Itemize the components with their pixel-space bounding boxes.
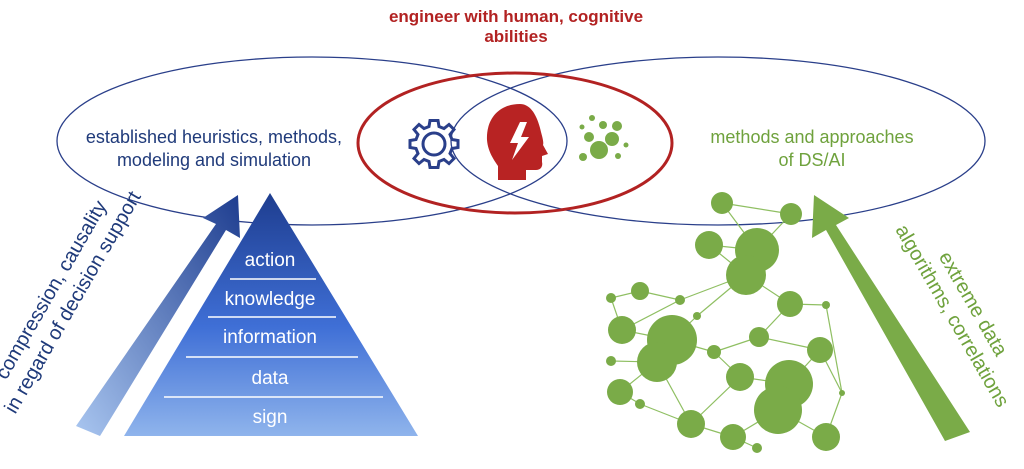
left-oval bbox=[56, 56, 568, 226]
gear-icon bbox=[408, 119, 460, 169]
pyramid bbox=[124, 193, 418, 436]
right-oval bbox=[450, 56, 986, 226]
pyramid-level-knowledge: knowledge bbox=[225, 289, 316, 310]
right-arrow bbox=[812, 195, 970, 441]
data-bubbles-icon bbox=[579, 115, 629, 161]
left-oval-line-1: established heuristics, methods, bbox=[86, 127, 342, 147]
head-lightning-icon bbox=[486, 104, 548, 180]
center-oval bbox=[356, 71, 674, 215]
pyramid-level-information: information bbox=[223, 327, 317, 348]
title-line-1: engineer with human, cognitive bbox=[389, 7, 643, 26]
pyramid-level-action: action bbox=[245, 250, 296, 271]
pyramid-level-data: data bbox=[252, 368, 289, 389]
left-arrow bbox=[76, 195, 240, 436]
pyramid-level-sign: sign bbox=[253, 407, 288, 428]
right-oval-line-1: methods and approaches bbox=[710, 127, 913, 147]
network-graph bbox=[606, 192, 845, 453]
right-oval-line-2: of DS/AI bbox=[778, 150, 845, 170]
left-oval-line-2: modeling and simulation bbox=[117, 150, 311, 170]
left-arrow-line-1: compression, causality bbox=[0, 197, 112, 383]
title-line-2: abilities bbox=[484, 27, 547, 46]
